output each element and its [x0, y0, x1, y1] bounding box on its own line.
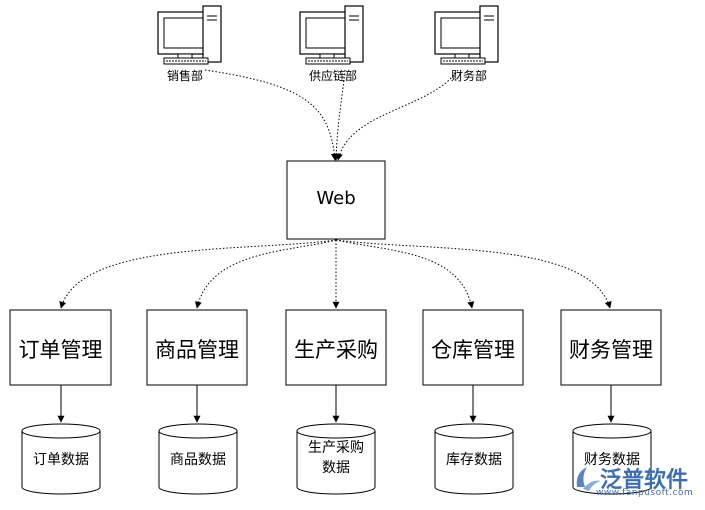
module-connectors	[59, 239, 612, 309]
db-connectors	[57, 385, 615, 423]
connector-web-to-order	[59, 239, 337, 309]
client-label-supply-chain: 供应链部	[308, 69, 357, 83]
connector-finance-to-web	[336, 69, 459, 161]
module-box-warehouse	[422, 309, 524, 386]
computer-icon	[299, 5, 364, 65]
database-label-finance: 财务数据	[584, 452, 640, 468]
connector-sales-to-web	[204, 69, 338, 161]
database-cylinder-finance	[572, 423, 652, 495]
client-label-finance: 财务部	[450, 69, 487, 83]
module-label-warehouse: 仓库管理	[431, 338, 515, 362]
module-label-product: 商品管理	[155, 338, 239, 362]
database-label-production-line2: 数据	[322, 460, 350, 476]
database-label-product: 商品数据	[170, 452, 226, 468]
connector-supply-to-web	[332, 69, 346, 161]
database-label-inventory: 库存数据	[446, 452, 502, 468]
module-box-product	[146, 309, 248, 386]
module-box-production	[285, 309, 387, 386]
database-cylinder-production	[296, 423, 376, 495]
connector-web-to-finance	[335, 239, 612, 309]
module-box-order	[9, 309, 112, 386]
watermark-url: www.fanpusoft.com	[596, 488, 694, 498]
module-label-finance: 财务管理	[569, 338, 653, 362]
web-box	[286, 160, 386, 240]
module-label-production: 生产采购	[294, 338, 378, 362]
database-cylinder-warehouse	[434, 423, 514, 495]
watermark-text: 泛普软件	[600, 468, 689, 493]
database-label-production-line1: 生产采购	[308, 440, 364, 456]
fanpu-logo-icon	[576, 467, 601, 491]
web-label: Web	[316, 188, 356, 209]
client-label-sales: 销售部	[166, 69, 203, 83]
database-cylinder-product	[158, 423, 238, 495]
module-box-finance	[560, 309, 662, 386]
connector-web-to-product	[194, 239, 337, 309]
computer-icon	[434, 5, 499, 65]
database-cylinder-order	[21, 423, 101, 495]
connector-web-to-warehouse	[335, 239, 475, 309]
database-label-order: 订单数据	[33, 452, 89, 468]
client-connectors	[204, 69, 459, 161]
computer-icon	[157, 5, 222, 65]
module-label-order: 订单管理	[18, 338, 103, 362]
